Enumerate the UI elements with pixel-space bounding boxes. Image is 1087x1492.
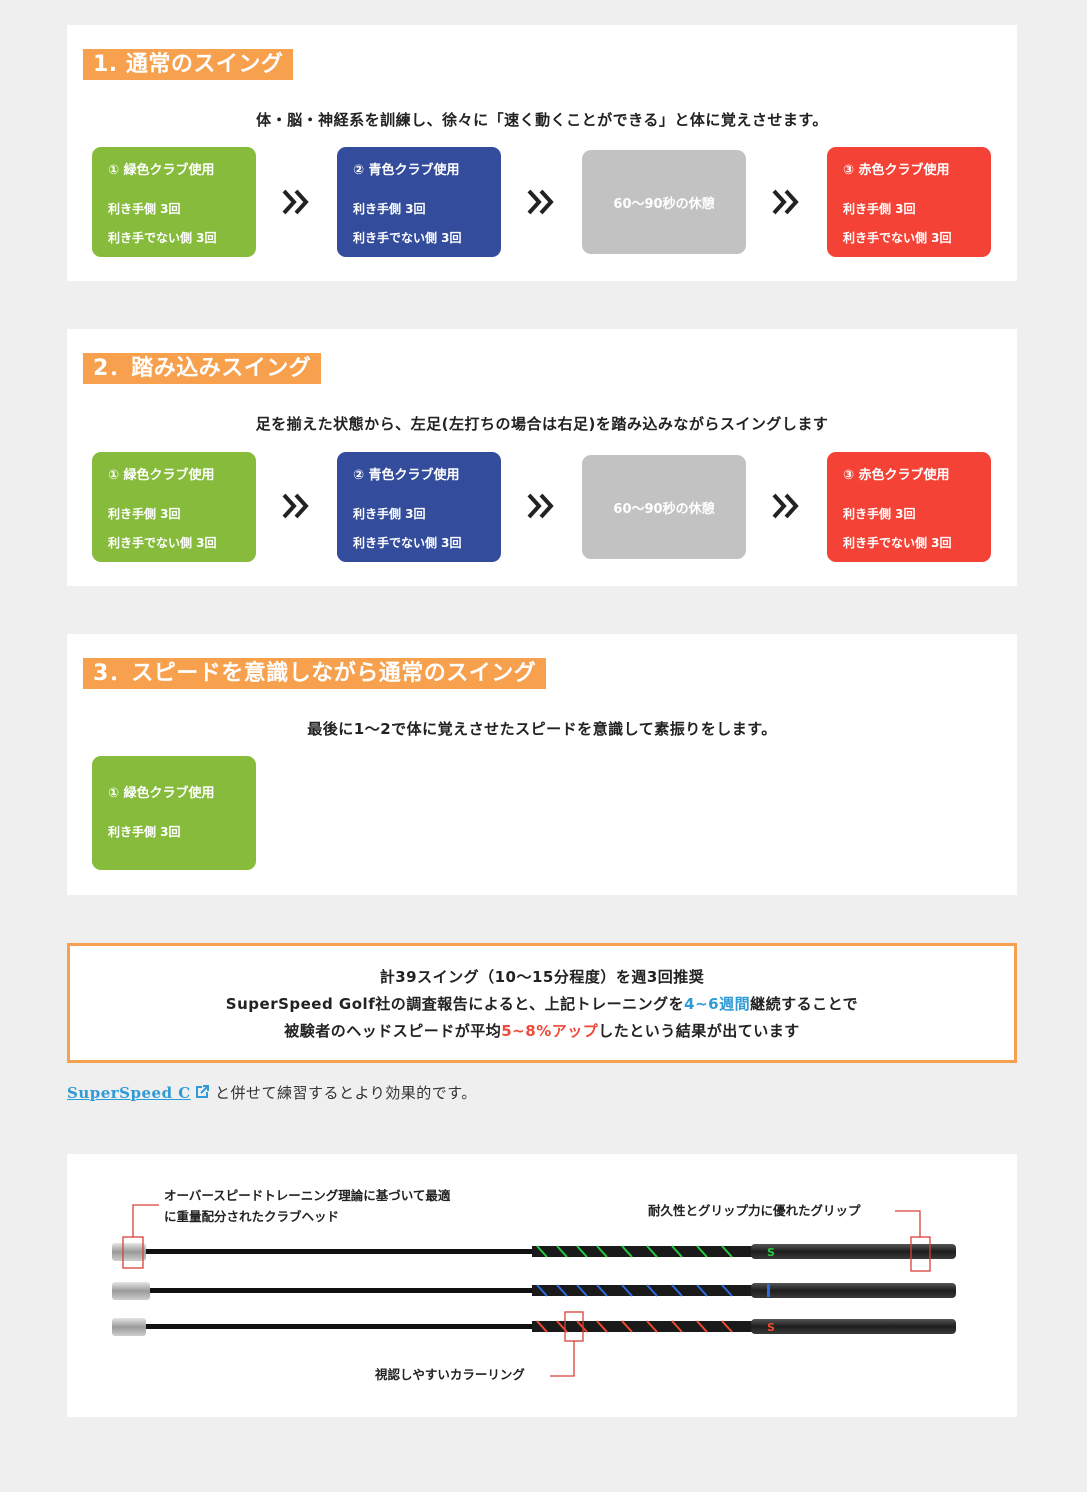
product-image-panel: オーバースピードトレーニング理論に基づいて最適 に重量配分されたクラブヘッド 耐… [67, 1154, 1017, 1417]
callout-clubhead-line-2: に重量配分されたクラブヘッド [164, 1209, 340, 1224]
summary-note: 計39スイング（10～15分程度）を週3回推奨 SuperSpeed Golf社… [67, 943, 1017, 1063]
step-title: ① 緑色クラブ使用 [108, 163, 215, 178]
chevron-right-icon [282, 493, 309, 519]
section-3-panel: 3．スピードを意識しながら通常のスイング 最後に1～2で体に覚えさせたスピードを… [67, 634, 1017, 895]
step-title: ② 青色クラブ使用 [353, 163, 460, 178]
step-title: ① 緑色クラブ使用 [108, 786, 215, 801]
step-blue-box: ② 青色クラブ使用 利き手側 3回 利き手でない側 3回 [337, 147, 501, 257]
note-line-3: 被験者のヘッドスピードが平均5~8%アップしたという結果が出ています [70, 1018, 1014, 1045]
section-2-badge: 2．踏み込みスイング [83, 353, 322, 384]
svg-text:S: S [767, 1321, 775, 1334]
step-line: 利き手でない側 3回 [108, 536, 217, 550]
section-3-lead: 最後に1～2で体に覚えさせたスピードを意識して素振りをします。 [307, 720, 777, 738]
step-line: 利き手側 3回 [108, 825, 181, 839]
chevron-right-icon [772, 189, 799, 215]
rest-box: 60～90秒の休憩 [582, 150, 746, 254]
step-title: ② 青色クラブ使用 [353, 468, 460, 483]
step-green-box: ① 緑色クラブ使用 利き手側 3回 [92, 756, 256, 870]
step-line: 利き手でない側 3回 [843, 536, 952, 550]
chevron-right-icon [282, 189, 309, 215]
step-title: ③ 赤色クラブ使用 [843, 163, 950, 178]
step-line: 利き手側 3回 [843, 202, 916, 216]
step-line: 利き手側 3回 [353, 202, 426, 216]
note-line-1: 計39スイング（10～15分程度）を週3回推奨 [379, 968, 705, 986]
external-link-icon[interactable] [194, 1084, 210, 1100]
note-text: したという結果が出ています [598, 1022, 800, 1040]
chevron-right-icon [772, 493, 799, 519]
note-text: SuperSpeed Golf社の調査報告によると、上記トレーニングを [225, 995, 685, 1013]
related-product-line: SuperSpeed C と併せて練習するとより効果的です。 [67, 1082, 477, 1103]
related-product-text: と併せて練習するとより効果的です。 [209, 1084, 477, 1102]
note-text: 継続することで [750, 995, 859, 1013]
step-red-box: ③ 赤色クラブ使用 利き手側 3回 利き手でない側 3回 [827, 147, 991, 257]
chevron-right-icon [527, 189, 554, 215]
step-title: ③ 赤色クラブ使用 [843, 468, 950, 483]
superspeed-c-link[interactable]: SuperSpeed C [67, 1084, 191, 1102]
callout-lines [122, 1204, 931, 1377]
red-club: S [112, 1318, 956, 1336]
callout-grip: 耐久性とグリップ力に優れたグリップ [648, 1203, 861, 1218]
green-club: S [112, 1243, 956, 1261]
section-2-panel: 2．踏み込みスイング 足を揃えた状態から、左足(左打ちの場合は右足)を踏み込みな… [67, 329, 1017, 586]
step-line: 利き手側 3回 [353, 507, 426, 521]
rest-box: 60～90秒の休憩 [582, 455, 746, 559]
note-text: 被験者のヘッドスピードが平均 [284, 1022, 502, 1040]
callout-color-ring: 視認しやすいカラーリング [375, 1367, 525, 1382]
step-red-box: ③ 赤色クラブ使用 利き手側 3回 利き手でない側 3回 [827, 452, 991, 562]
step-green-box: ① 緑色クラブ使用 利き手側 3回 利き手でない側 3回 [92, 452, 256, 562]
note-highlight: 4~6週間 [684, 995, 751, 1013]
training-clubs-illustration: S S [112, 1204, 956, 1377]
callout-clubhead: オーバースピードトレーニング理論に基づいて最適 に重量配分されたクラブヘッド [164, 1185, 450, 1227]
note-line-2: SuperSpeed Golf社の調査報告によると、上記トレーニングを4~6週間… [70, 991, 1014, 1018]
step-blue-box: ② 青色クラブ使用 利き手側 3回 利き手でない側 3回 [337, 452, 501, 562]
chevron-right-icon [527, 493, 554, 519]
step-line: 利き手側 3回 [108, 202, 181, 216]
section-2-lead: 足を揃えた状態から、左足(左打ちの場合は右足)を踏み込みながらスイングします [255, 415, 829, 433]
section-3-badge: 3．スピードを意識しながら通常のスイング [83, 658, 547, 689]
step-line: 利き手でない側 3回 [108, 231, 217, 245]
section-1-lead: 体・脳・神経系を訓練し、徐々に「速く動くことができる」と体に覚えさせます。 [256, 111, 828, 129]
blue-club [112, 1282, 956, 1300]
note-highlight: 5~8%アップ [501, 1022, 599, 1040]
step-line: 利き手でない側 3回 [353, 231, 462, 245]
section-1-badge: 1. 通常のスイング [83, 49, 294, 80]
step-line: 利き手側 3回 [108, 507, 181, 521]
section-1-panel: 1. 通常のスイング 体・脳・神経系を訓練し、徐々に「速く動くことができる」と体… [67, 25, 1017, 281]
step-title: ① 緑色クラブ使用 [108, 468, 215, 483]
callout-clubhead-line-1: オーバースピードトレーニング理論に基づいて最適 [164, 1188, 451, 1203]
step-line: 利き手側 3回 [843, 507, 916, 521]
step-green-box: ① 緑色クラブ使用 利き手側 3回 利き手でない側 3回 [92, 147, 256, 257]
step-line: 利き手でない側 3回 [843, 231, 952, 245]
svg-text:S: S [767, 1246, 775, 1259]
step-line: 利き手でない側 3回 [353, 536, 462, 550]
